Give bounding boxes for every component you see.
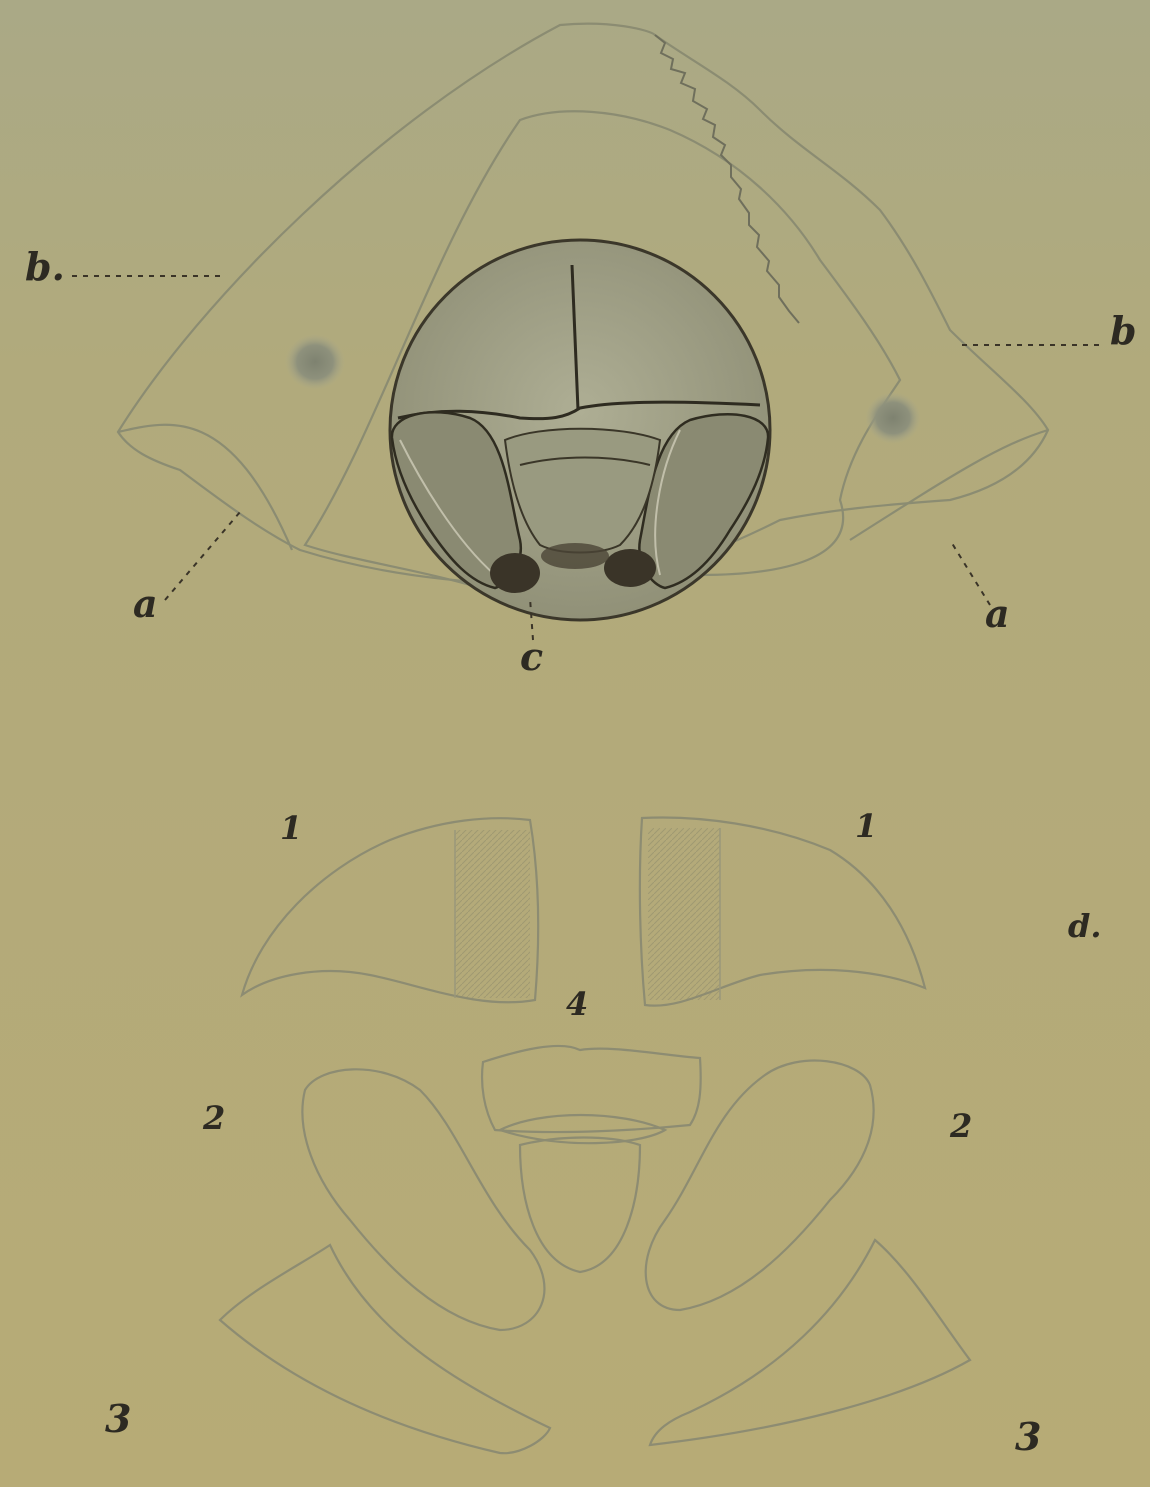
label-2-right: 2: [950, 1110, 972, 1142]
left-eye-spot: [285, 334, 345, 390]
right-tuft: [604, 549, 656, 587]
mouth-orb: [390, 240, 770, 620]
right-eye-spot: [865, 392, 921, 444]
label-1-right: 1: [855, 810, 877, 842]
label-4: 4: [566, 988, 588, 1020]
label-a-left: a: [133, 585, 158, 623]
part-1-left-hatch: [455, 830, 530, 998]
label-d-right: d.: [1068, 910, 1102, 942]
label-b-left: b.: [25, 248, 65, 286]
label-3-right: 3: [1015, 1418, 1041, 1456]
label-1-left: 1: [280, 812, 302, 844]
part-1-right-hatch: [648, 828, 720, 1000]
label-3-left: 3: [105, 1400, 131, 1438]
label-a-right: a: [985, 595, 1010, 633]
left-tuft: [490, 553, 540, 593]
label-c: c: [520, 638, 543, 676]
label-2-left: 2: [203, 1102, 225, 1134]
label-b-right: b: [1110, 312, 1137, 350]
